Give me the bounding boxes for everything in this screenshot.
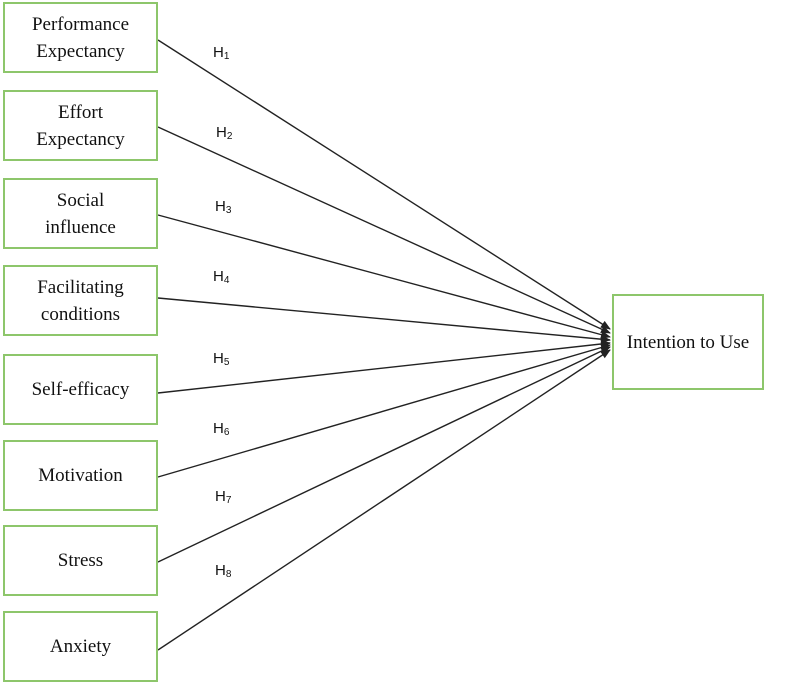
hypothesis-label-h8: H8 (215, 562, 232, 580)
outcome-label: Intention to Use (626, 331, 750, 353)
construct-label: Anxiety (49, 636, 112, 657)
arrow-se-to-intention (157, 340, 611, 394)
construct-box-facilitating-conditions: Facilitating conditions (3, 265, 158, 336)
arrow-si-to-intention (157, 214, 611, 339)
hypothesis-label-h3: H3 (215, 198, 232, 216)
construct-box-anxiety: Anxiety (3, 611, 158, 682)
construct-box-effort-expectancy: Effort Expectancy (3, 90, 158, 161)
hypothesis-label-h7: H7 (215, 488, 232, 506)
arrow-st-to-intention (157, 346, 611, 563)
outcome-box-intention-to-use: Intention to Use (612, 294, 764, 390)
construct-label: Stress (57, 550, 104, 571)
construct-box-motivation: Motivation (3, 440, 158, 511)
arrow-fc-to-intention (157, 297, 611, 344)
arrow-ee-to-intention (157, 126, 611, 334)
hypothesis-label-h2: H2 (216, 124, 233, 142)
hypothesis-label-h5: H5 (213, 350, 230, 368)
construct-label: Motivation (38, 465, 123, 486)
construct-box-self-efficacy: Self-efficacy (3, 354, 158, 425)
construct-box-social-influence: Social influence (3, 178, 158, 249)
construct-label: Facilitating conditions (37, 276, 124, 325)
arrow-an-to-intention (157, 349, 611, 651)
construct-label: Self-efficacy (31, 379, 130, 400)
hypothesis-label-h1: H1 (213, 44, 230, 62)
hypothesis-label-h6: H6 (213, 420, 230, 438)
hypothesis-label-h4: H4 (213, 268, 230, 286)
construct-label: Social influence (45, 189, 116, 238)
construct-label: Effort Expectancy (36, 101, 125, 150)
arrow-mo-to-intention (157, 343, 611, 478)
construct-label: Performance Expectancy (31, 13, 130, 62)
arrow-pe-to-intention (157, 39, 611, 330)
construct-box-stress: Stress (3, 525, 158, 596)
construct-box-performance-expectancy: Performance Expectancy (3, 2, 158, 73)
